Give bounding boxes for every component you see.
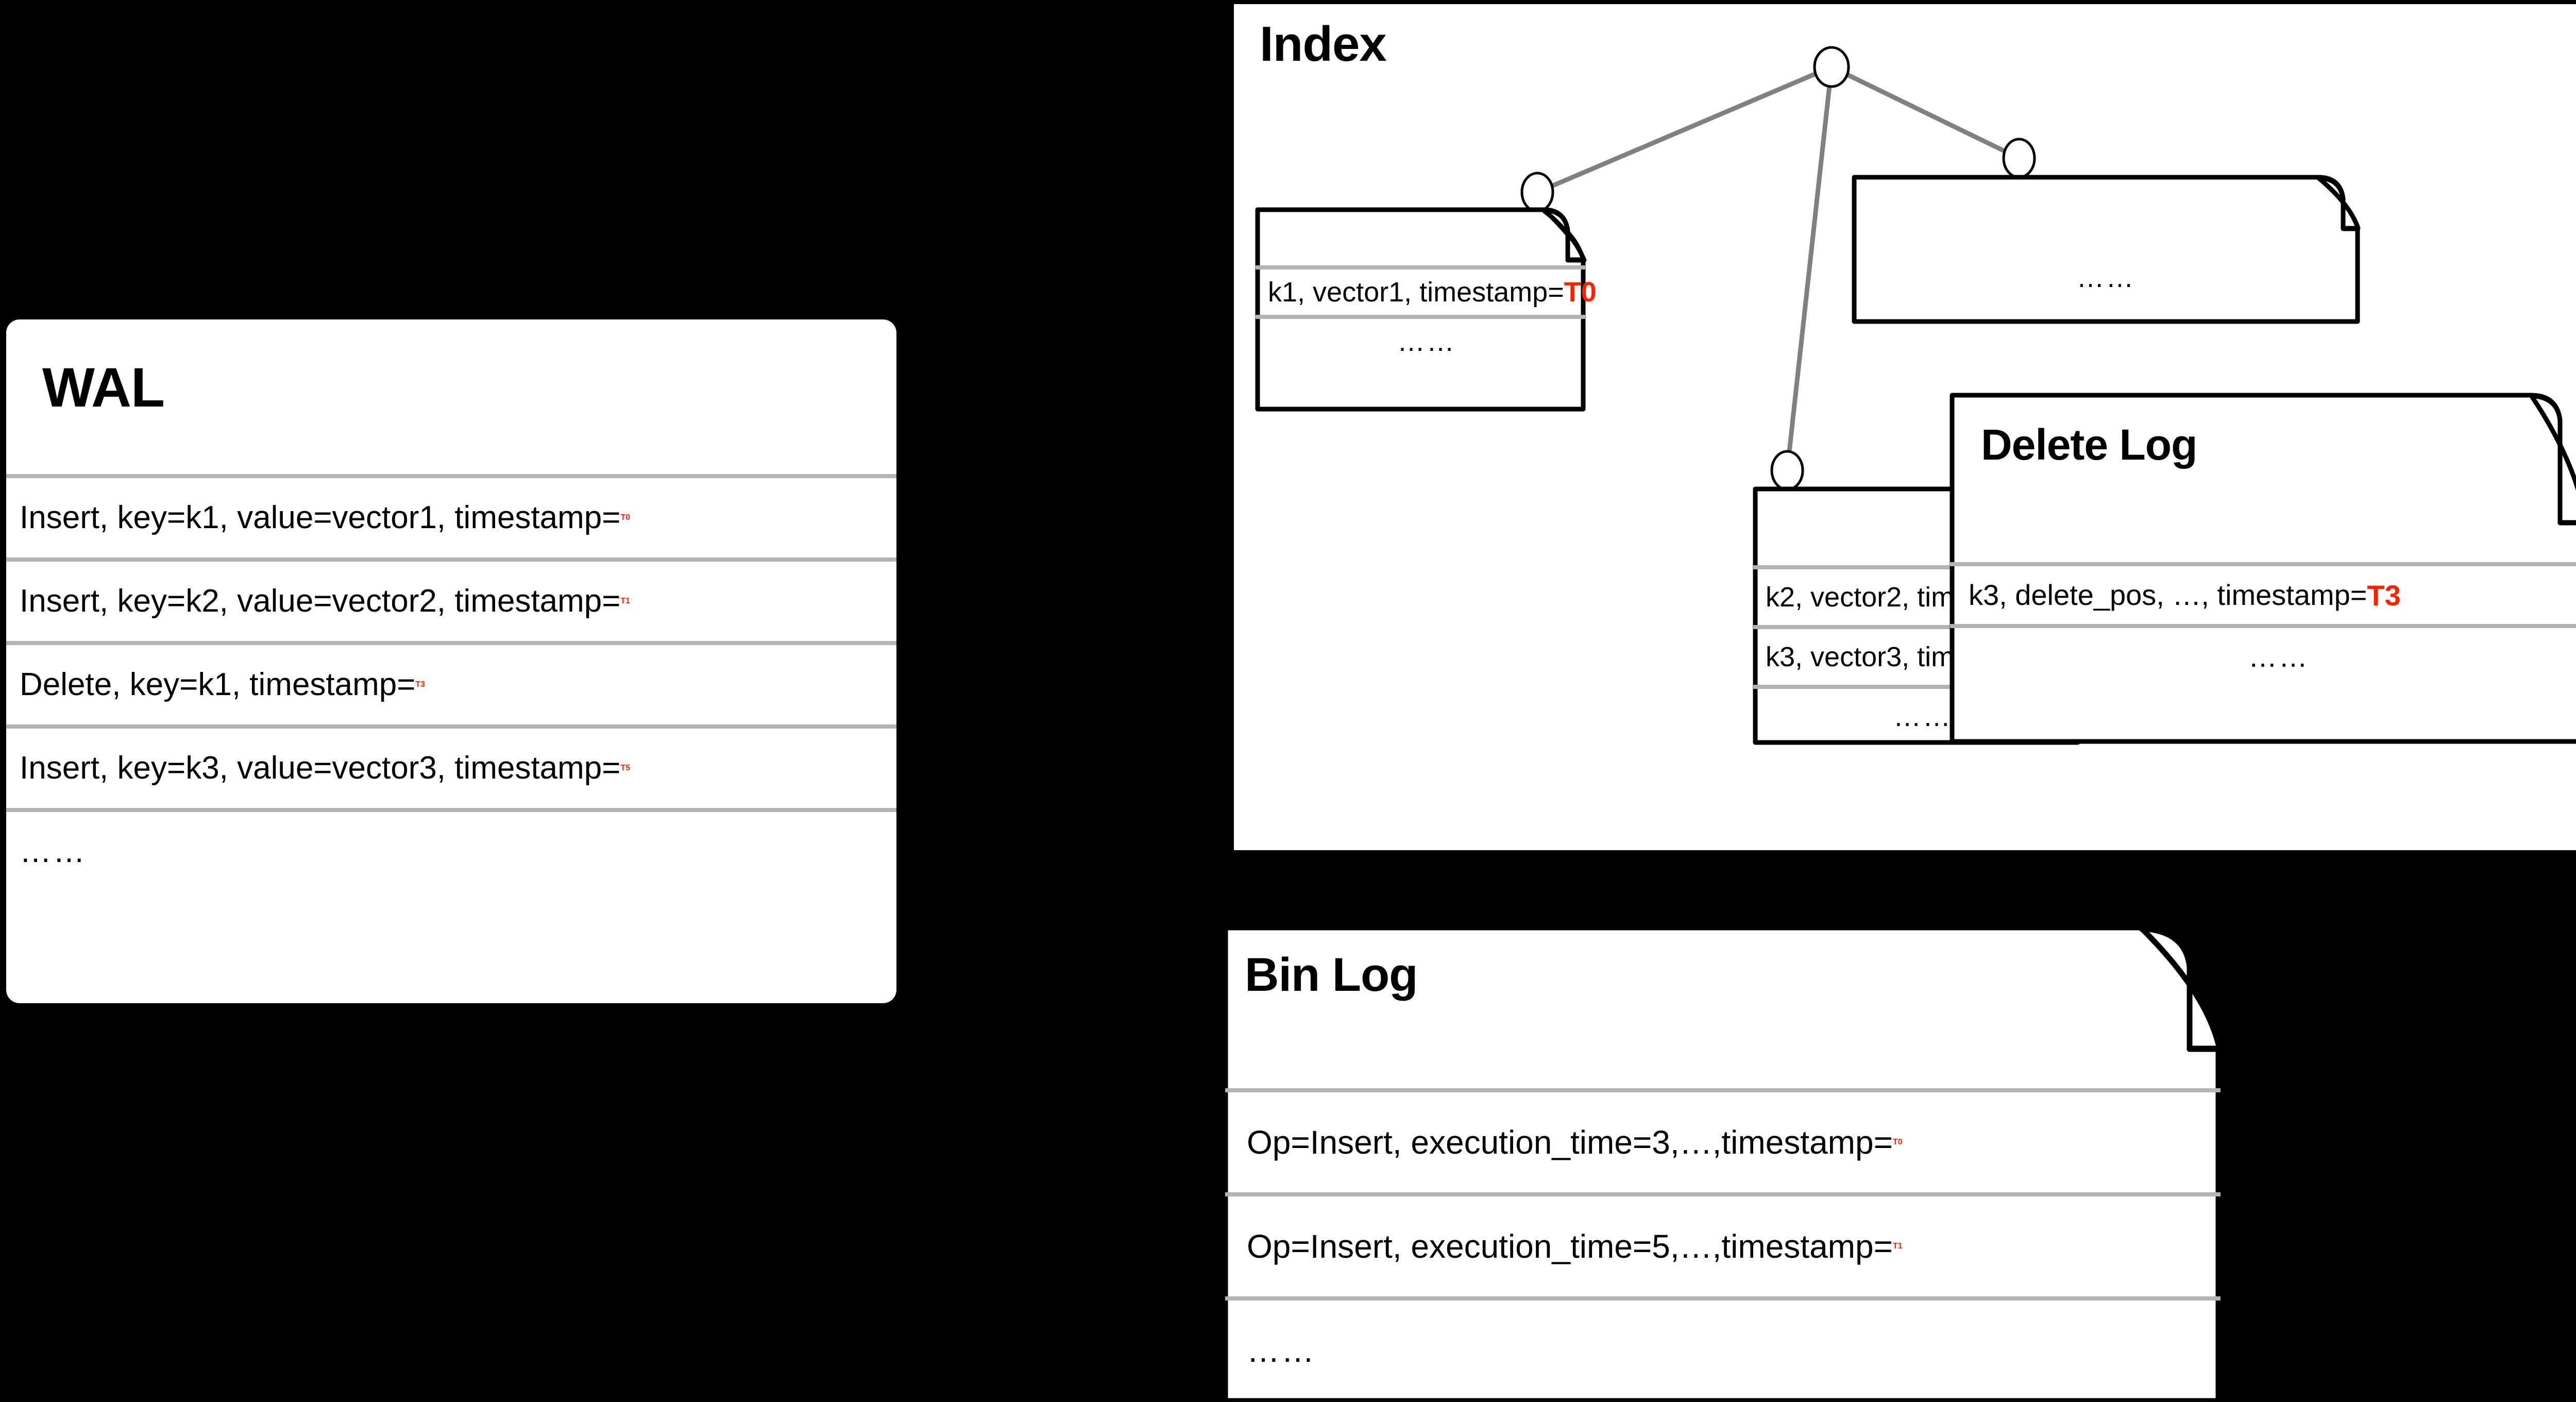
wal-row: Insert, key=k1, value=vector1, timestamp… [6, 474, 896, 558]
document-shape-icon [1255, 207, 1587, 412]
delete-log-row-text: k3, delete_pos, …, timestamp= [1969, 579, 2367, 611]
bin-log-row: Op=Insert, execution_time=5,…,timestamp=… [1225, 1192, 2221, 1296]
wal-row-ellipsis: …… [6, 808, 896, 891]
index-ellipsis-text: …… [2076, 262, 2136, 293]
wal-row: Delete, key=k1, timestamp=T3 [6, 641, 896, 724]
delete-log-panel: Delete Log k3, delete_pos, …, timestamp=… [1950, 393, 2576, 744]
index-ellipsis-row: …… [1852, 262, 2360, 294]
wal-panel: WAL Insert, key=k1, value=vector1, times… [6, 319, 896, 1003]
index-k1-row-list: k1, vector1, timestamp=T0 …… [1256, 265, 1597, 364]
document-shape-icon [1852, 175, 2361, 324]
tree-edge-root-middle [1785, 66, 1834, 471]
wal-row-text: Insert, key=k2, value=vector2, timestamp… [20, 583, 621, 619]
delete-log-title: Delete Log [1981, 420, 2197, 469]
bin-log-row-text: …… [1247, 1332, 1316, 1369]
index-k1-row: k1, vector1, timestamp=T0 [1256, 265, 1597, 315]
index-tree [1520, 46, 2036, 491]
wal-row-text: Insert, key=k1, value=vector1, timestamp… [20, 500, 621, 535]
bin-log-row-list: Op=Insert, execution_time=3,…,timestamp=… [1225, 1088, 2221, 1400]
wal-row-timestamp: T1 [620, 597, 631, 605]
bin-log-row-text: Op=Insert, execution_time=5,…,timestamp= [1247, 1228, 1893, 1265]
delete-log-row: k3, delete_pos, …, timestamp=T3 [1950, 562, 2576, 624]
bin-log-row-ellipsis: …… [1225, 1296, 2221, 1400]
bin-log-row-timestamp: T1 [1892, 1242, 1903, 1251]
document-shape-icon [1222, 924, 2223, 1402]
delete-log-row-ellipsis: …… [1950, 624, 2576, 686]
delete-log-row-text: …… [2248, 640, 2309, 673]
wal-row-text: …… [20, 834, 87, 869]
index-k23-row-text: …… [1893, 701, 1952, 732]
tree-node-middle [1770, 450, 1804, 491]
bin-log-row: Op=Insert, execution_time=3,…,timestamp=… [1225, 1088, 2221, 1192]
index-title: Index [1260, 16, 1387, 72]
tree-node-left [1520, 172, 1554, 213]
wal-row: Insert, key=k3, value=vector3, timestamp… [6, 724, 896, 808]
wal-row-timestamp: T5 [620, 764, 631, 772]
wal-row-timestamp: T0 [620, 513, 631, 522]
index-k1-row-timestamp: T0 [1564, 277, 1597, 308]
tree-edge-root-left [1536, 64, 1833, 195]
wal-row-text: Insert, key=k3, value=vector3, timestamp… [20, 750, 621, 786]
tree-edge-root-right [1831, 64, 2020, 161]
bin-log-panel: Bin Log Op=Insert, execution_time=3,…,ti… [1222, 924, 2223, 1402]
wal-row-text: Delete, key=k1, timestamp= [20, 667, 416, 702]
wal-row-timestamp: T3 [415, 680, 426, 689]
bin-log-row-text: Op=Insert, execution_time=3,…,timestamp= [1247, 1124, 1893, 1161]
index-segment-k1: k1, vector1, timestamp=T0 …… [1255, 207, 1597, 412]
wal-title: WAL [42, 356, 165, 418]
delete-log-row-list: k3, delete_pos, …, timestamp=T3 …… [1950, 562, 2576, 686]
delete-log-row-timestamp: T3 [2367, 579, 2401, 612]
index-panel: Index k1, vector1, timestamp=T0 …… [1234, 4, 2576, 850]
tree-edges [1536, 64, 2020, 471]
tree-node-right [2002, 138, 2036, 179]
tree-node-root [1813, 46, 1850, 88]
index-k1-row-text: …… [1397, 326, 1456, 357]
bin-log-row-timestamp: T0 [1892, 1138, 1903, 1146]
index-k1-row-text: k1, vector1, timestamp= [1268, 277, 1564, 308]
index-k1-row-ellipsis: …… [1256, 315, 1585, 364]
wal-row: Insert, key=k2, value=vector2, timestamp… [6, 558, 896, 641]
document-shape-icon [1950, 393, 2576, 744]
wal-row-list: Insert, key=k1, value=vector1, timestamp… [6, 474, 896, 891]
tree-nodes [1520, 46, 2036, 491]
index-k23-row-ellipsis: …… [1753, 685, 2080, 745]
bin-log-title: Bin Log [1245, 949, 1418, 1001]
index-segment-ellipsis: …… [1852, 175, 2361, 324]
